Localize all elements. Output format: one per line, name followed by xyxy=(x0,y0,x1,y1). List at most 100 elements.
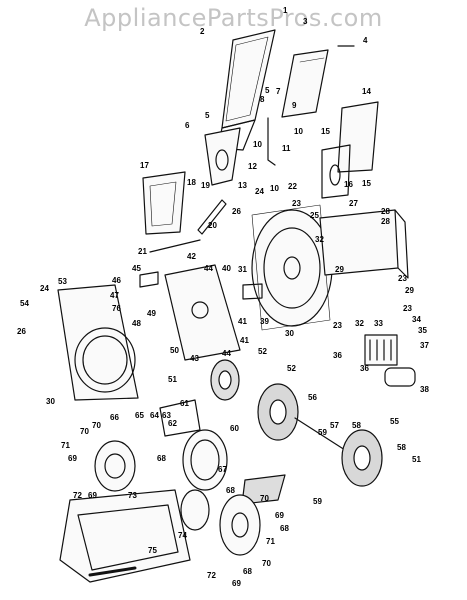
callout-47: 47 xyxy=(110,291,119,300)
callout-31: 31 xyxy=(238,265,247,274)
callout-69: 69 xyxy=(68,454,77,463)
callout-62: 62 xyxy=(168,419,177,428)
callout-68: 68 xyxy=(157,454,166,463)
callout-25: 25 xyxy=(310,211,319,220)
callout-37: 37 xyxy=(420,341,429,350)
callout-39: 39 xyxy=(260,317,269,326)
wheel-axle-assembly-part xyxy=(257,383,383,487)
callout-19: 19 xyxy=(201,181,210,190)
frame-part xyxy=(164,264,263,361)
callout-64: 64 xyxy=(150,411,159,420)
callout-21: 21 xyxy=(138,247,147,256)
callout-10: 10 xyxy=(294,127,303,136)
callout-14: 14 xyxy=(362,87,371,96)
callout-72: 72 xyxy=(73,491,82,500)
callout-65: 65 xyxy=(135,411,144,420)
callout-69: 69 xyxy=(88,491,97,500)
callout-30: 30 xyxy=(285,329,294,338)
bolt-part xyxy=(149,239,201,253)
callout-5: 5 xyxy=(205,111,210,120)
deflector-chute-part xyxy=(321,101,379,199)
callout-71: 71 xyxy=(266,537,275,546)
callout-20: 20 xyxy=(208,221,217,230)
callout-1: 1 xyxy=(283,6,288,15)
callout-36: 36 xyxy=(360,364,369,373)
callout-29: 29 xyxy=(335,265,344,274)
callout-15: 15 xyxy=(321,127,330,136)
callout-40: 40 xyxy=(222,264,231,273)
callout-59: 59 xyxy=(313,497,322,506)
callout-12: 12 xyxy=(248,162,257,171)
impeller-housing-part xyxy=(251,204,333,331)
callout-44: 44 xyxy=(204,264,213,273)
callout-23: 23 xyxy=(333,321,342,330)
callout-60: 60 xyxy=(230,424,239,433)
callout-68: 68 xyxy=(243,567,252,576)
callout-55: 55 xyxy=(390,417,399,426)
callout-49: 49 xyxy=(147,309,156,318)
callout-56: 56 xyxy=(308,393,317,402)
callout-51: 51 xyxy=(168,375,177,384)
callout-15: 15 xyxy=(362,179,371,188)
callout-70: 70 xyxy=(92,421,101,430)
rod-part xyxy=(267,117,276,166)
callout-69: 69 xyxy=(232,579,241,588)
callout-71: 71 xyxy=(61,441,70,450)
callout-27: 27 xyxy=(349,199,358,208)
callout-41: 41 xyxy=(238,317,247,326)
watermark: AppliancePartsPros.com xyxy=(84,4,383,32)
callout-44: 44 xyxy=(222,349,231,358)
callout-23: 23 xyxy=(398,274,407,283)
callout-24: 24 xyxy=(40,284,49,293)
engine-assembly-part xyxy=(364,334,416,387)
callout-41: 41 xyxy=(240,336,249,345)
left-housing-part xyxy=(57,284,139,401)
callout-59: 59 xyxy=(318,428,327,437)
small-wheel-part xyxy=(210,359,240,401)
callout-10: 10 xyxy=(270,184,279,193)
callout-7: 7 xyxy=(276,87,281,96)
callout-52: 52 xyxy=(287,364,296,373)
callout-42: 42 xyxy=(187,252,196,261)
callout-3: 3 xyxy=(303,17,308,26)
callout-70: 70 xyxy=(80,427,89,436)
callout-35: 35 xyxy=(418,326,427,335)
callout-36: 36 xyxy=(333,351,342,360)
callout-11: 11 xyxy=(282,144,291,153)
callout-28: 28 xyxy=(381,217,390,226)
callout-23: 23 xyxy=(292,199,301,208)
callout-50: 50 xyxy=(170,346,179,355)
callout-52: 52 xyxy=(258,347,267,356)
callout-6: 6 xyxy=(185,121,190,130)
callout-16: 16 xyxy=(344,180,353,189)
callout-48: 48 xyxy=(132,319,141,328)
callout-33: 33 xyxy=(374,319,383,328)
callout-13: 13 xyxy=(238,181,247,190)
hopper-part xyxy=(59,489,191,583)
callout-43: 43 xyxy=(190,354,199,363)
callout-53: 53 xyxy=(58,277,67,286)
callout-51: 51 xyxy=(412,455,421,464)
callout-76: 76 xyxy=(112,304,121,313)
callout-10: 10 xyxy=(253,140,262,149)
callout-69: 69 xyxy=(275,511,284,520)
callout-5: 5 xyxy=(265,86,270,95)
callout-61: 61 xyxy=(180,399,189,408)
callout-67: 67 xyxy=(218,465,227,474)
impeller-disk-part xyxy=(180,489,261,556)
callout-32: 32 xyxy=(355,319,364,328)
callout-74: 74 xyxy=(178,531,187,540)
shield-part xyxy=(142,171,186,235)
shredder-housing-part xyxy=(94,399,228,492)
callout-75: 75 xyxy=(148,546,157,555)
engine-plate-part xyxy=(319,209,409,279)
callout-38: 38 xyxy=(420,385,429,394)
callout-4: 4 xyxy=(363,36,368,45)
callout-24: 24 xyxy=(255,187,264,196)
callout-26: 26 xyxy=(17,327,26,336)
callout-34: 34 xyxy=(412,315,421,324)
callout-70: 70 xyxy=(262,559,271,568)
